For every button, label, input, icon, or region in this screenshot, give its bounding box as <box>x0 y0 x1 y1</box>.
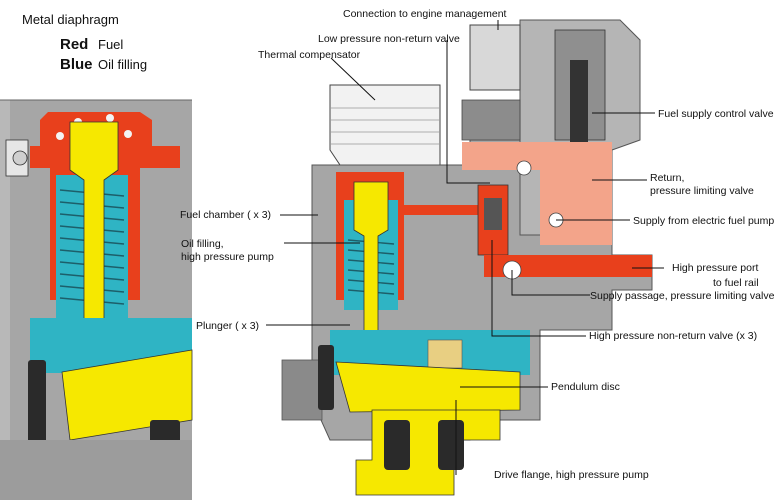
legend-title: Metal diaphragm <box>22 12 119 27</box>
label-thermal-compensator: Thermal compensator <box>258 49 361 61</box>
label-oil-filling-line2: high pressure pump <box>181 251 274 263</box>
label-connection-engine-mgmt: Connection to engine management <box>343 8 507 20</box>
label-supply-passage: Supply passage, pressure limiting valve <box>590 290 775 302</box>
leader-lines <box>266 20 664 475</box>
legend-row-oil: Blue Oil filling <box>60 56 147 73</box>
main-view <box>281 19 653 496</box>
label-oil-filling-line1: Oil filling, <box>181 238 224 250</box>
engine-connector <box>469 24 521 91</box>
label-high-pressure-port-line1: High pressure port <box>672 262 759 274</box>
legend-key-red: Red <box>60 36 89 53</box>
label-drive-flange: Drive flange, high pressure pump <box>494 469 649 481</box>
label-fuel-supply-control-valve: Fuel supply control valve <box>658 108 774 120</box>
label-fuel-chamber: Fuel chamber ( x 3) <box>180 209 272 221</box>
label-high-pressure-port-line2: to fuel rail <box>713 277 759 289</box>
detail-view <box>0 99 193 500</box>
drive-flange <box>355 409 501 496</box>
return-region <box>462 142 612 245</box>
label-return-line2: pressure limiting valve <box>650 185 754 197</box>
thermal-compensator <box>329 84 441 166</box>
legend-value-oil: Oil filling <box>98 57 148 72</box>
legend-key-blue: Blue <box>60 56 93 73</box>
label-plunger: Plunger ( x 3) <box>196 320 260 332</box>
high-pressure-port <box>484 255 652 277</box>
detail-pendulum-disc <box>61 349 193 441</box>
legend-row-fuel: Red Fuel <box>60 36 123 53</box>
label-pendulum-disc: Pendulum disc <box>551 381 620 393</box>
label-return-line1: Return, <box>650 172 685 184</box>
legend-value-fuel: Fuel <box>98 37 124 52</box>
label-high-pressure-nrv: High pressure non-return valve (x 3) <box>589 330 758 342</box>
label-low-pressure-nrv: Low pressure non-return valve <box>318 33 460 45</box>
label-supply-from-electric-pump: Supply from electric fuel pump <box>633 215 775 227</box>
pendulum-disc <box>335 361 521 413</box>
